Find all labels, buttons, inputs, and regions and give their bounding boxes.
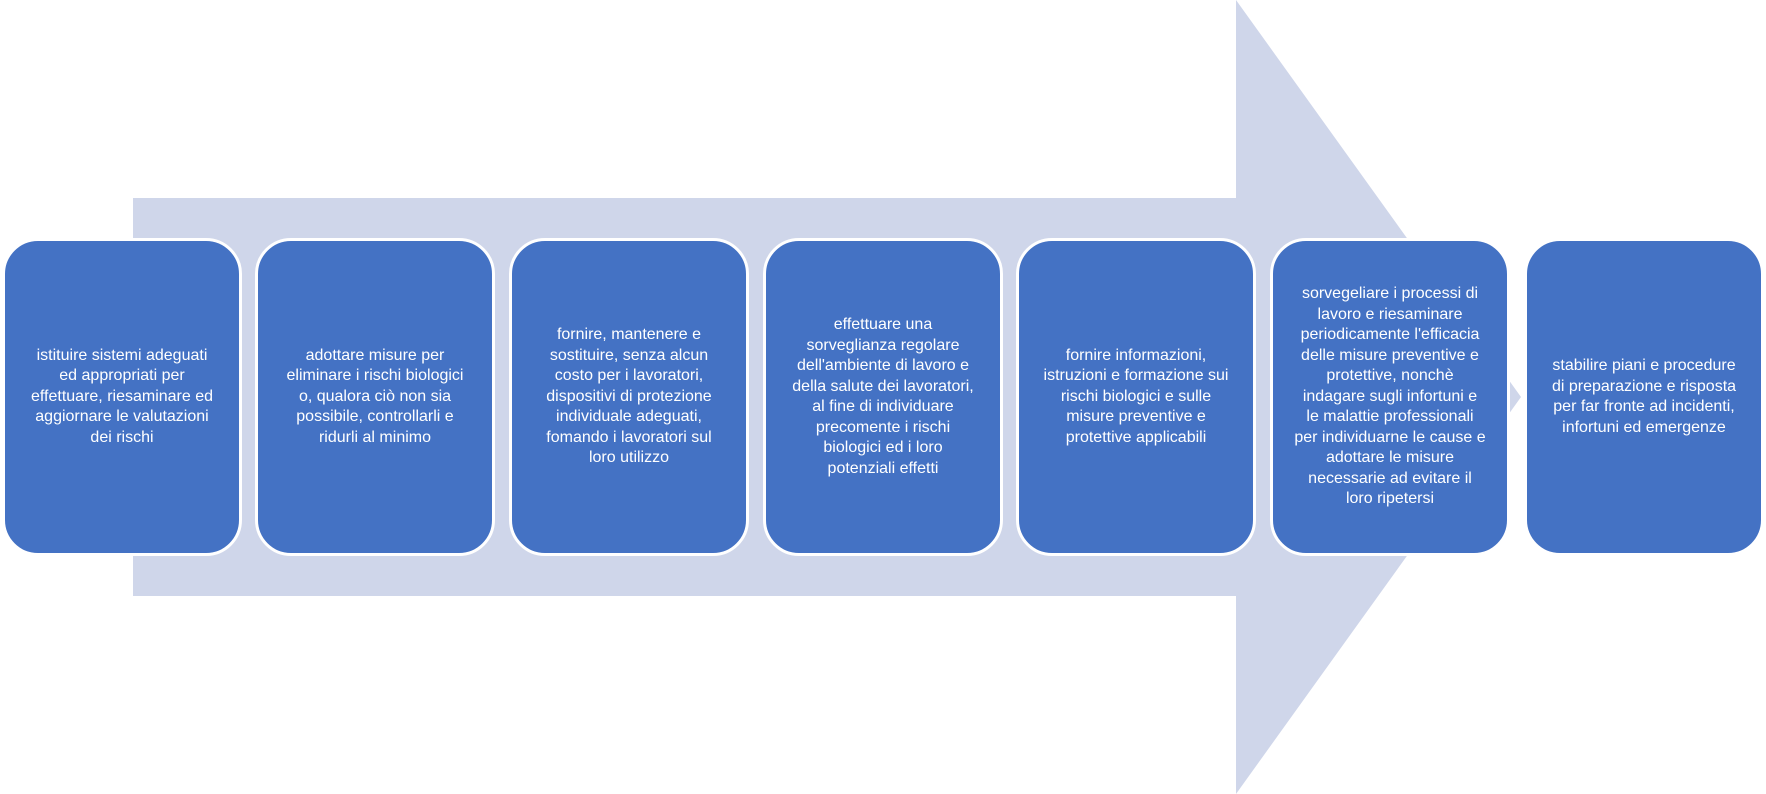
process-step-6-text: sorvegeliare i processi di lavoro e ries… bbox=[1294, 285, 1486, 508]
process-step-7: stabilire piani e procedure di preparazi… bbox=[1524, 238, 1764, 556]
process-step-4-text: effettuare una sorveglianza regolare del… bbox=[792, 316, 974, 477]
process-step-1: istituire sistemi adeguati ed appropriat… bbox=[2, 238, 242, 556]
process-step-3: fornire, mantenere e sostituire, senza a… bbox=[509, 238, 749, 556]
process-step-1-text: istituire sistemi adeguati ed appropriat… bbox=[30, 346, 214, 446]
process-step-7-text: stabilire piani e procedure di preparazi… bbox=[1551, 357, 1737, 436]
process-step-3-text: fornire, mantenere e sostituire, senza a… bbox=[546, 326, 712, 467]
process-step-4: effettuare una sorveglianza regolare del… bbox=[763, 238, 1003, 556]
process-step-6: sorvegeliare i processi di lavoro e ries… bbox=[1270, 238, 1510, 556]
process-step-2-text: adottare misure per eliminare i rischi b… bbox=[286, 346, 464, 446]
process-step-2: adottare misure per eliminare i rischi b… bbox=[255, 238, 495, 556]
process-step-5: fornire informazioni, istruzioni e forma… bbox=[1016, 238, 1256, 556]
process-step-5-text: fornire informazioni, istruzioni e forma… bbox=[1043, 346, 1229, 446]
